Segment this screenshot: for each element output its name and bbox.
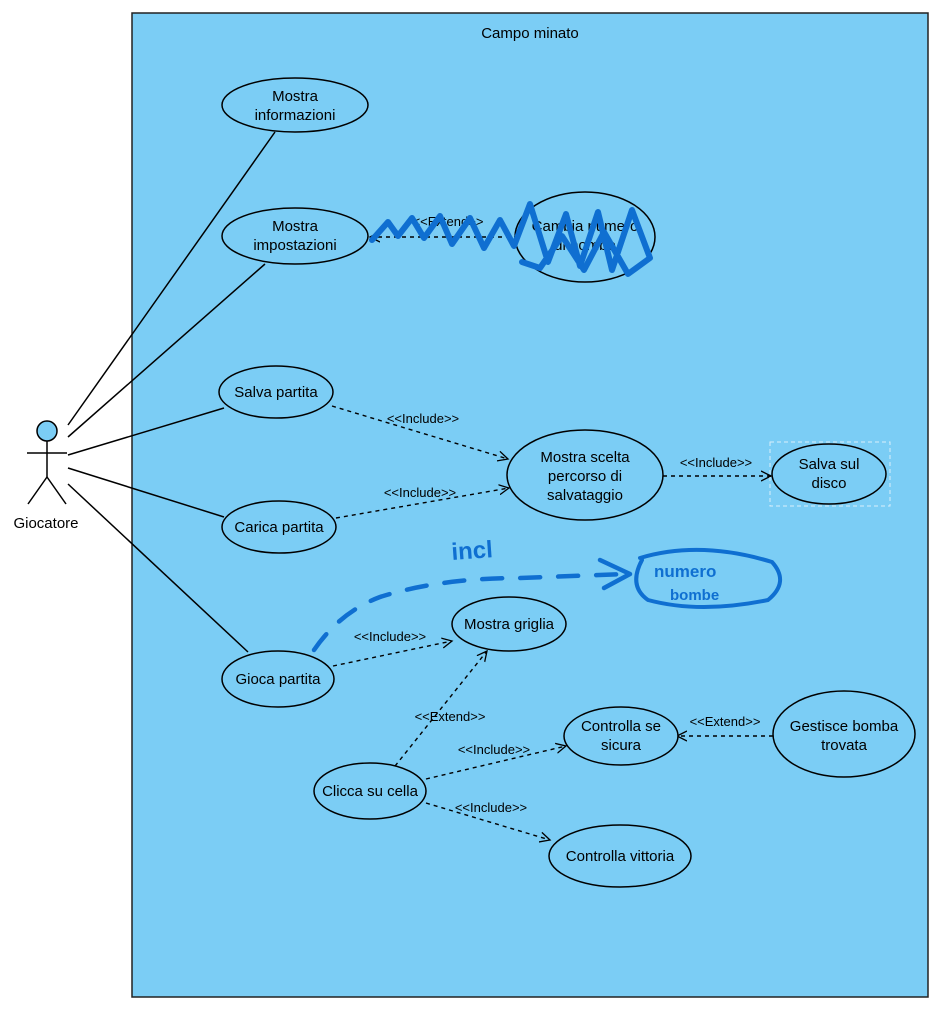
hand-arrowhead [597,557,633,591]
associations [67,131,276,653]
uc-label: salvataggio [547,487,623,504]
use-case-mostra-impostazioni[interactable]: Mostra impostazioni [221,207,369,265]
rel-include-vittoria [425,802,550,840]
label-include-salva: <<Include>> [387,411,459,426]
hand-dashed-line [311,571,628,653]
use-case-mostra-informazioni[interactable]: Mostra informazioni [221,77,369,133]
assoc-salva-partita [67,407,225,456]
use-case-gestisce-bomba-trovata[interactable]: Gestisce bomba trovata [772,690,916,778]
handwritten-include: incl [311,536,633,653]
assoc-gioca-partita [67,483,249,653]
uc-label: disco [811,475,846,492]
uc-label: Controlla se [581,718,661,735]
uc-label: Clicca su cella [322,783,419,800]
relationships [331,237,773,840]
rel-include-salva [331,405,508,459]
hand-numero-label: numero [654,562,716,581]
rel-extend-griglia [394,651,487,767]
use-case-controlla-vittoria[interactable]: Controlla vittoria [548,824,692,888]
selection-box [769,441,891,507]
assoc-mostra-informazioni [67,131,276,426]
uc-label: Gioca partita [235,671,321,688]
use-case-mostra-scelta-percorso[interactable]: Mostra scelta percorso di salvataggio [506,429,664,521]
actor-head [36,420,58,442]
handwritten-numero-bombe[interactable]: numero bombe [634,547,782,609]
use-case-gioca-partita[interactable]: Gioca partita [221,650,335,708]
label-include-disco: <<Include>> [680,455,752,470]
label-extend-griglia: <<Extend>> [415,709,486,724]
uc-label: sicura [601,737,642,754]
uc-label: Mostra [272,88,319,105]
use-case-carica-partita[interactable]: Carica partita [221,500,337,554]
use-case-controlla-se-sicura[interactable]: Controlla se sicura [563,706,679,766]
uc-label: Mostra scelta [540,449,630,466]
uc-label: percorso di [548,468,622,485]
label-include-sicura: <<Include>> [458,742,530,757]
uc-label: Salva partita [234,384,318,401]
label-extend-bomba: <<Extend>> [690,714,761,729]
hand-bombe-label: bombe [670,587,719,604]
uc-label: Mostra griglia [464,616,555,633]
use-case-salva-sul-disco[interactable]: Salva sul disco [769,441,891,507]
label-include-vittoria: <<Include>> [455,800,527,815]
hand-ellipse [634,547,782,609]
use-case-salva-partita[interactable]: Salva partita [218,365,334,419]
uc-label: impostazioni [253,237,336,254]
hand-incl-label: incl [451,536,494,566]
uc-label: informazioni [255,107,336,124]
label-include-carica: <<Include>> [384,485,456,500]
uc-label: Salva sul [799,456,860,473]
scribble-cross-out [369,201,653,277]
assoc-carica-partita [67,467,225,518]
actor-label: Giocatore [13,515,78,532]
use-case-clicca-su-cella[interactable]: Clicca su cella [313,762,427,820]
uc-label: Controlla vittoria [566,848,675,865]
system-title: Campo minato [481,25,579,42]
uc-label: trovata [821,737,868,754]
assoc-mostra-impostazioni [67,263,266,438]
uc-label: Carica partita [234,519,324,536]
use-case-mostra-griglia[interactable]: Mostra griglia [451,596,567,652]
uc-label: Mostra [272,218,319,235]
label-include-griglia: <<Include>> [354,629,426,644]
actor-giocatore[interactable]: Giocatore [13,420,79,532]
uc-label: Gestisce bomba [790,718,899,735]
rel-include-carica [335,488,509,519]
